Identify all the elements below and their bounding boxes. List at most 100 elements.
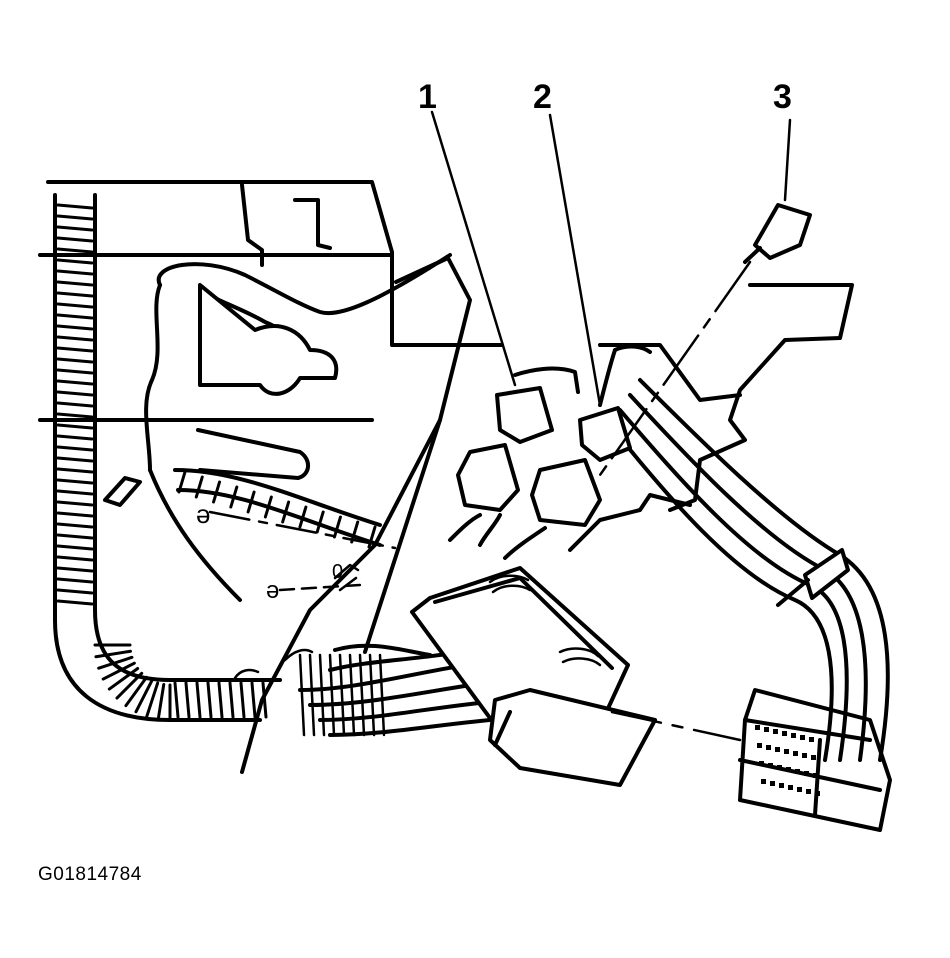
conduit-rib bbox=[56, 544, 94, 551]
connector-pin bbox=[770, 781, 775, 786]
conduit-rib bbox=[206, 681, 213, 719]
conduit-rib bbox=[56, 456, 94, 463]
conduit-rib bbox=[56, 203, 94, 210]
conduit-rib bbox=[56, 313, 94, 320]
svg-text:ə: ə bbox=[196, 499, 210, 529]
connector-pin bbox=[802, 753, 807, 758]
conduit-rib bbox=[56, 445, 94, 452]
conduit-rib bbox=[338, 653, 346, 737]
conduit-rib bbox=[368, 653, 376, 737]
conduit-rib bbox=[56, 225, 94, 232]
conduit-rib bbox=[250, 681, 257, 719]
conduit-rib bbox=[194, 475, 204, 499]
conduit-rib bbox=[56, 291, 94, 298]
conduit-rib bbox=[56, 533, 94, 540]
conduit-rib bbox=[56, 434, 94, 441]
leader-lines bbox=[430, 110, 792, 477]
conduit-rib bbox=[56, 511, 94, 518]
conduit-rib bbox=[332, 515, 342, 539]
conduit-rib bbox=[94, 649, 132, 659]
conduit-rib bbox=[56, 236, 94, 243]
connector-pin bbox=[761, 779, 766, 784]
conduit-rib bbox=[56, 368, 94, 375]
callout-1: 1 bbox=[418, 78, 437, 116]
conduit-rib bbox=[217, 681, 224, 719]
conduit-rib bbox=[318, 653, 326, 737]
conduit-rib bbox=[328, 653, 336, 737]
bracket-cutout bbox=[144, 253, 452, 602]
conduit-rib bbox=[246, 490, 256, 514]
conduit-rib bbox=[298, 505, 308, 529]
conduit-rib bbox=[56, 478, 94, 485]
conduit-rib bbox=[195, 681, 202, 719]
terminal-3 bbox=[743, 203, 812, 264]
conduit-rib bbox=[263, 495, 273, 519]
svg-text:ə: ə bbox=[266, 577, 279, 604]
conduit-rib bbox=[261, 681, 268, 719]
connector-pin bbox=[795, 769, 800, 774]
conduit-rib bbox=[56, 577, 94, 584]
conduit-rib bbox=[56, 522, 94, 529]
conduit-rib bbox=[56, 500, 94, 507]
conduit-rib bbox=[56, 390, 94, 397]
connector-pin bbox=[759, 761, 764, 766]
conduit-rib bbox=[56, 302, 94, 309]
conduit-rib bbox=[308, 653, 316, 737]
conduit-rib bbox=[134, 679, 154, 714]
conduit-rib bbox=[184, 681, 191, 719]
conduit-rib bbox=[358, 653, 366, 737]
conduit-rib bbox=[124, 675, 148, 708]
connector-pin bbox=[757, 743, 762, 748]
conduit-rib bbox=[173, 681, 180, 719]
connector-pin bbox=[779, 783, 784, 788]
conduit-rib bbox=[156, 683, 166, 721]
callout-2: 2 bbox=[533, 78, 552, 116]
connector-pin bbox=[797, 787, 802, 792]
conduit-rib bbox=[378, 653, 386, 737]
connector-pin bbox=[804, 771, 809, 776]
conduit-rib bbox=[56, 401, 94, 408]
conduit-rib bbox=[281, 500, 291, 524]
connector-pin bbox=[809, 737, 814, 742]
connector-pin bbox=[815, 791, 820, 796]
connector-pin bbox=[793, 751, 798, 756]
conduit-rib bbox=[97, 655, 134, 670]
conduit-rib bbox=[56, 346, 94, 353]
conduit-rib bbox=[56, 566, 94, 573]
callout-3: 3 bbox=[773, 78, 792, 116]
conduit-rib bbox=[56, 247, 94, 254]
connector-pin bbox=[813, 773, 818, 778]
conduit-rib bbox=[239, 681, 246, 719]
conduit-rib bbox=[56, 467, 94, 474]
figure-id: G01814784 bbox=[38, 864, 142, 885]
conduit-rib bbox=[56, 335, 94, 342]
conduit-rib bbox=[56, 357, 94, 364]
diagonal-harness: ə ə bbox=[173, 468, 397, 604]
connector-pin bbox=[784, 749, 789, 754]
conduit-rib bbox=[145, 681, 160, 718]
connector-pin bbox=[788, 785, 793, 790]
conduit-rib bbox=[56, 280, 94, 287]
conduit-rib bbox=[101, 661, 136, 681]
connector-pin bbox=[775, 747, 780, 752]
conduit-rib bbox=[56, 489, 94, 496]
connector-pin bbox=[768, 763, 773, 768]
connector-1 bbox=[448, 366, 580, 547]
conduit-rib bbox=[107, 667, 140, 691]
conduit-rib bbox=[177, 470, 187, 494]
connector-pin bbox=[791, 733, 796, 738]
connector-2 bbox=[503, 344, 652, 560]
connector-pin bbox=[777, 765, 782, 770]
conduit-rib bbox=[298, 653, 306, 737]
conduit-rib bbox=[348, 653, 356, 737]
right-harness bbox=[608, 378, 890, 762]
conduit-rib bbox=[229, 485, 239, 509]
connector-block bbox=[410, 566, 742, 787]
connector-pin bbox=[773, 729, 778, 734]
conduit-rib bbox=[56, 324, 94, 331]
connector-pin bbox=[766, 745, 771, 750]
connector-pin bbox=[800, 735, 805, 740]
conduit-rib bbox=[56, 423, 94, 430]
clip-marks: 0 bbox=[233, 561, 360, 680]
